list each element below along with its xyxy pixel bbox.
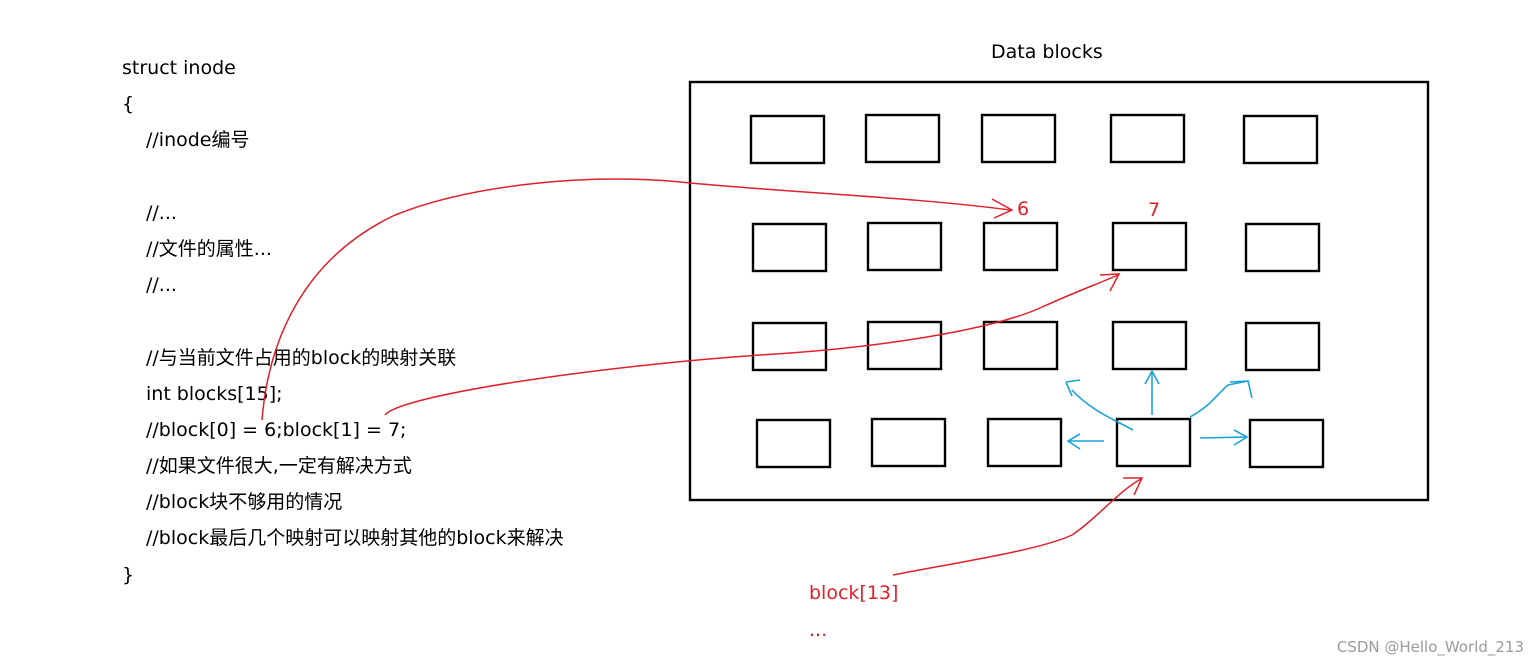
code-line: //block[0] = 6;block[1] = 7; [146,418,407,441]
code-line: //block最后几个映射可以映射其他的block来解决 [146,527,564,550]
code-line: //如果文件很大,一定有解决方式 [146,455,412,478]
code-line: //与当前文件占用的block的映射关联 [146,346,457,369]
mapping-curve [384,274,1119,416]
data-blocks-title: Data blocks [991,41,1103,63]
block-0-mapping-arrow [261,178,1014,421]
block-1-mapping-arrow [384,273,1121,416]
data-block-13 [1115,417,1192,468]
arrow-head [991,198,1014,219]
data-block [1109,113,1186,164]
data-block [749,114,826,165]
block-13-label: block[13] [809,582,898,604]
data-block [980,113,1057,164]
data-block [755,418,832,469]
code-line: //... [146,201,177,224]
code-line: int blocks[15]; [146,382,283,405]
arrow-head [1066,433,1081,450]
block-13-mapping-arrow [892,477,1144,576]
code-line: struct inode [122,57,236,79]
ellipsis-label: ... [809,619,827,641]
arrow-head [1229,380,1249,383]
arrow-head [1123,477,1144,496]
data-block [866,221,943,272]
data-block-6 [982,221,1059,272]
data-block [870,417,947,468]
code-line: //block块不够用的情况 [146,491,343,514]
block-row-3 [751,320,1321,372]
data-block [1242,114,1319,165]
data-block [1244,321,1321,372]
data-block [982,320,1059,371]
code-line: } [122,563,135,586]
arrow-head [1144,369,1160,385]
data-block [1248,418,1325,469]
block-row-2 [751,221,1321,273]
data-block [1244,222,1321,273]
indirect-arrow [1189,380,1253,418]
data-block-7 [1111,221,1188,272]
code-line: //inode编号 [146,129,250,152]
code-line: //文件的属性... [146,237,272,260]
block-row-1 [749,113,1319,165]
arrow-head [1233,429,1249,446]
data-block [1111,320,1188,371]
watermark: CSDN @Hello_World_213 [1337,638,1524,657]
indirect-arrow [1199,436,1246,439]
block-6-label: 6 [1017,198,1029,220]
indirect-block-arrows [1065,369,1253,450]
arrow-head [1065,379,1081,397]
code-line: //... [146,274,177,297]
data-block [864,113,941,164]
data-block [751,222,828,273]
data-block [866,320,943,371]
data-blocks-frame [688,80,1430,502]
inode-struct-code: struct inode { //inode编号 //... //文件的属性..… [122,50,564,593]
data-block [751,321,828,372]
block-row-4 [755,417,1325,469]
mapping-curve [892,478,1142,576]
block-7-label: 7 [1148,199,1160,221]
data-block [986,417,1063,468]
indirect-arrow [1071,389,1134,431]
arrow-head [1099,273,1121,292]
mapping-curve [261,178,1011,421]
code-line: { [122,93,135,116]
